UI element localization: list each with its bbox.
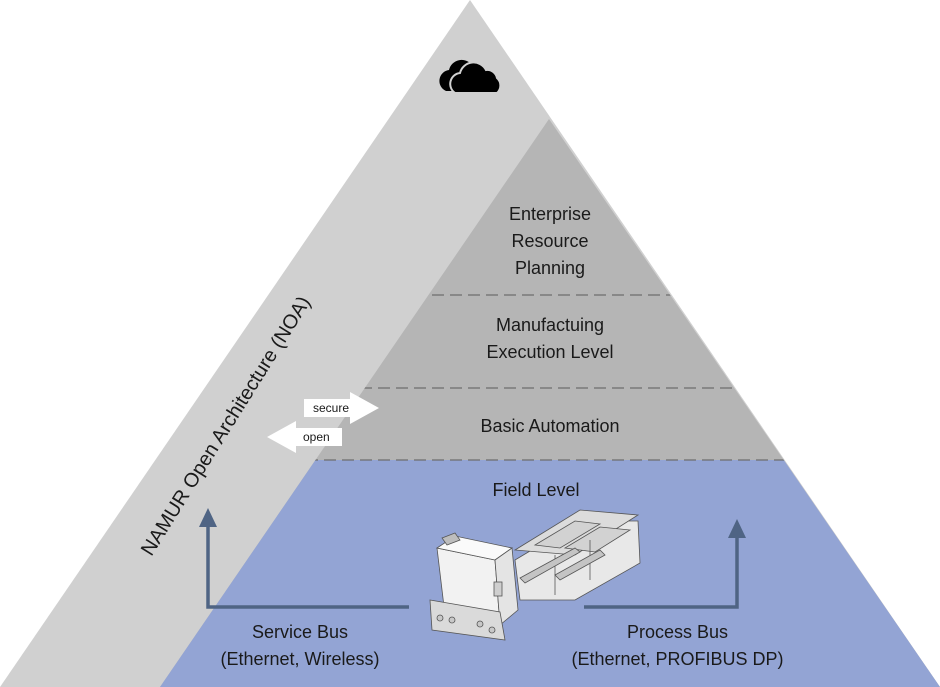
process-bus-name: Process Bus [626,622,729,642]
erp-line-2: Resource [511,231,589,251]
level-label-erp: Enterprise Resource Planning [450,201,650,282]
open-label: open [303,430,330,444]
basic-line-1: Basic Automation [480,416,620,436]
mes-line-2: Execution Level [486,342,614,362]
mes-line-1: Manufactuing [495,315,605,335]
level-label-field: Field Level [436,477,636,504]
process-bus-detail: (Ethernet, PROFIBUS DP) [571,649,784,669]
secure-label: secure [313,401,350,415]
cloud-icon [439,59,502,94]
remote-io-device-icon [429,509,641,641]
erp-line-3: Planning [514,258,586,278]
level-label-mes: Manufactuing Execution Level [430,312,670,366]
process-bus-arrow [584,519,746,609]
service-bus-detail: (Ethernet, Wireless) [220,649,380,669]
service-bus-name: Service Bus [251,622,349,642]
service-bus-label: Service Bus (Ethernet, Wireless) [190,619,410,673]
field-line-1: Field Level [492,480,580,500]
level-label-basic-automation: Basic Automation [420,413,680,440]
open-arrow [267,421,342,453]
secure-arrow [304,392,379,424]
process-bus-label: Process Bus (Ethernet, PROFIBUS DP) [540,619,815,673]
service-bus-arrow [199,508,409,609]
erp-line-1: Enterprise [508,204,592,224]
